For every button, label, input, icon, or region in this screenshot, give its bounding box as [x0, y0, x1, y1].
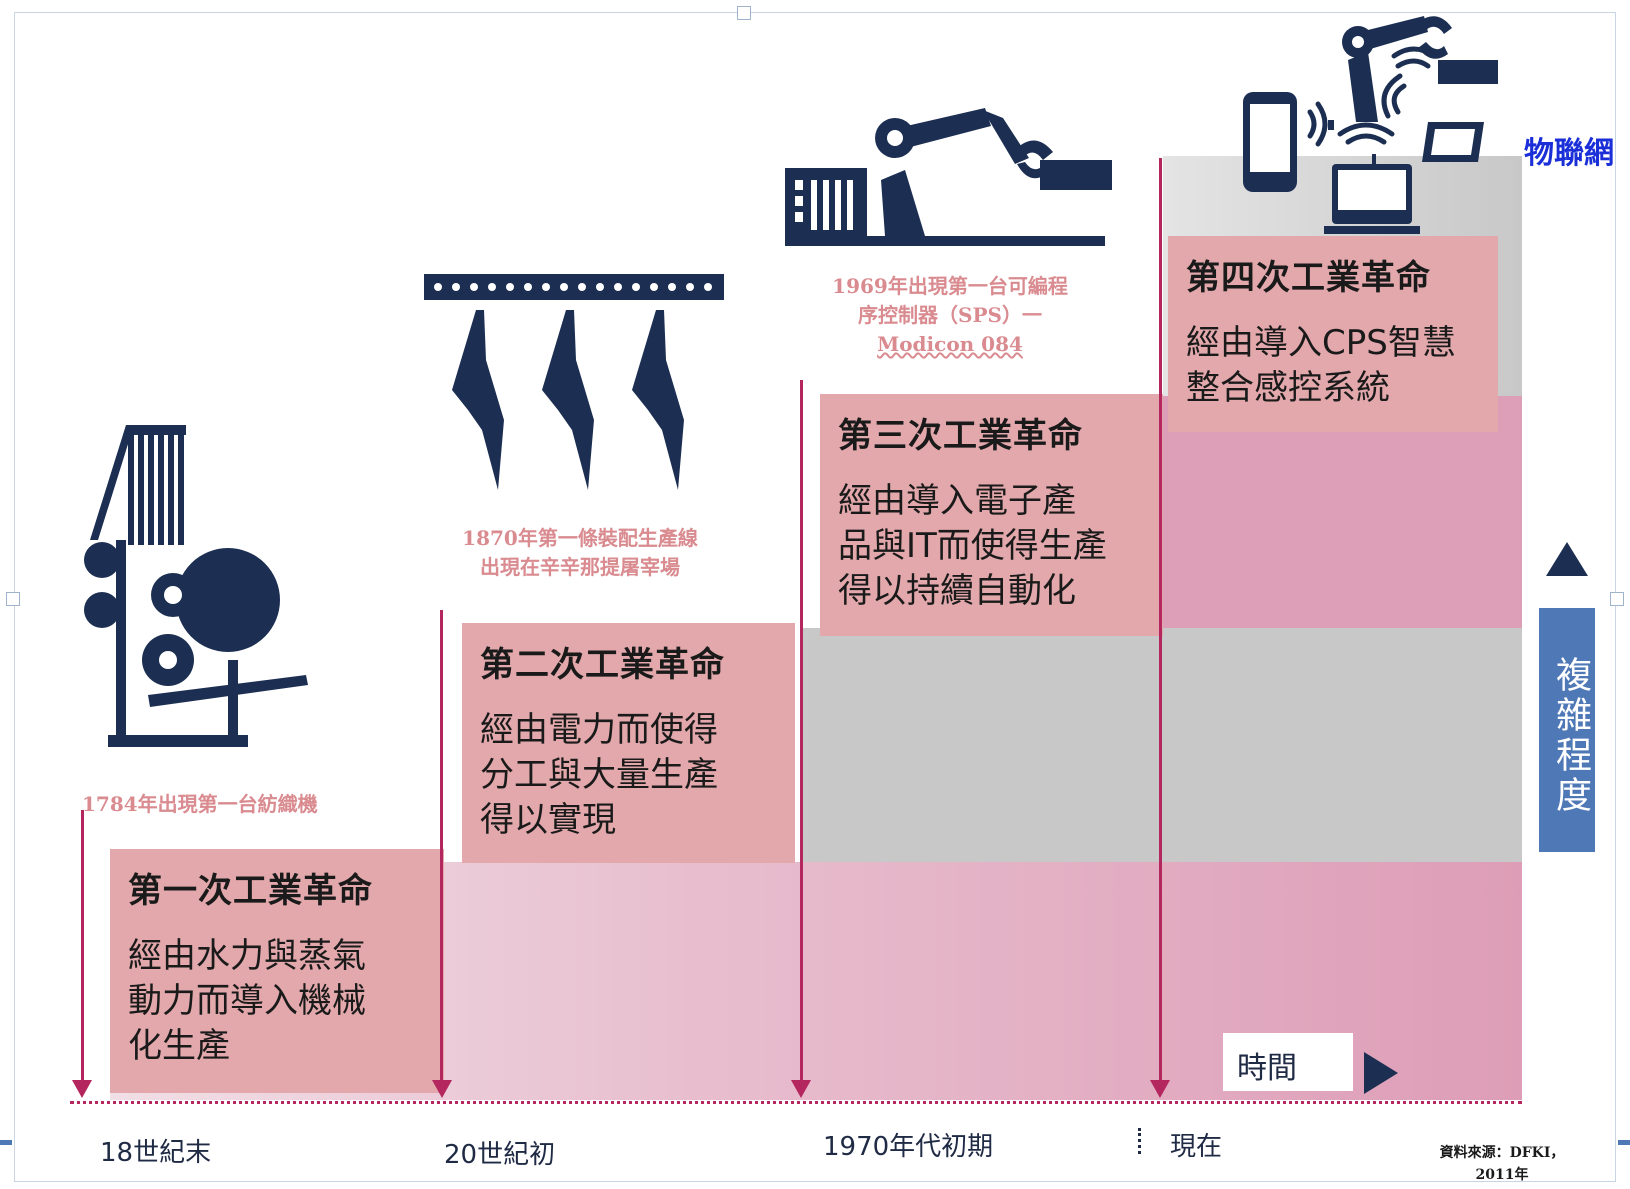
milestone-arrowhead-4 [1150, 1080, 1170, 1098]
revolution-title: 第四次工業革命 [1186, 258, 1431, 298]
revolution-title: 第三次工業革命 [838, 416, 1083, 456]
milestone-arrowhead-3 [791, 1080, 811, 1098]
milestone-note-3: 1969年出現第一台可編程 序控制器（SPS）一 Modicon 084 [832, 274, 1068, 356]
edge-dash-left [0, 1140, 12, 1145]
revolution-description: 經由電力而使得 分工與大量生產 得以實現 [480, 710, 718, 840]
milestone-arrow-3 [800, 380, 803, 1080]
source-citation: 資料來源：DFKI， 2011年 [1439, 1145, 1565, 1183]
revolution-description: 經由導入CPS智慧 整合感控系統 [1186, 323, 1456, 408]
complexity-axis-label: 複雜程度 [1539, 608, 1595, 852]
spinning-machine-icon [84, 425, 308, 747]
iot-devices-icon [1243, 16, 1498, 234]
milestone-arrowhead-2 [432, 1080, 452, 1098]
revolution-box-2: 第二次工業革命 經由電力而使得 分工與大量生產 得以實現 [462, 623, 795, 863]
iot-label: 物聯網 [1524, 136, 1614, 171]
up-arrow-icon [1546, 542, 1588, 576]
milestone-note-1: 1784年出現第一台紡織機 [82, 792, 318, 816]
revolution-box-3: 第三次工業革命 經由導入電子產 品與IT而使得生產 得以持續自動化 [820, 394, 1163, 636]
resize-handle-left[interactable] [6, 592, 20, 606]
timeline-label-4: 現在 [1170, 1132, 1223, 1162]
time-axis-label: 時間 [1223, 1033, 1353, 1091]
milestone-arrow-2 [440, 610, 443, 1082]
resize-handle-right[interactable] [1610, 592, 1624, 606]
revolution-title: 第二次工業革命 [480, 645, 725, 685]
revolution-title: 第一次工業革命 [128, 871, 373, 911]
timeline-separator [1138, 1128, 1144, 1154]
revolution-description: 經由導入電子產 品與IT而使得生產 得以持續自動化 [838, 481, 1107, 611]
milestone-arrow-1 [81, 810, 84, 1080]
timeline-label-2: 20世紀初 [444, 1140, 556, 1170]
robot-arm-icon [785, 108, 1112, 246]
revolution-box-4: 第四次工業革命 經由導入CPS智慧 整合感控系統 [1168, 236, 1498, 432]
timeline-label-1: 18世紀末 [100, 1138, 212, 1168]
resize-handle-top[interactable] [737, 6, 751, 20]
assembly-line-icon [424, 274, 724, 490]
milestone-arrowhead-1 [72, 1080, 92, 1098]
timeline-baseline [70, 1101, 1522, 1104]
milestone-arrow-4 [1159, 158, 1162, 1080]
revolution-box-1: 第一次工業革命 經由水力與蒸氣 動力而導入機械 化生產 [110, 849, 444, 1093]
revolution-description: 經由水力與蒸氣 動力而導入機械 化生產 [128, 936, 366, 1066]
timeline-label-3: 1970年代初期 [823, 1132, 994, 1162]
milestone-note-2: 1870年第一條裝配生產線 出現在辛辛那提屠宰場 [462, 526, 698, 579]
right-arrow-icon [1364, 1052, 1398, 1094]
edge-dash-right [1618, 1140, 1630, 1145]
band-step-3-pink [1163, 396, 1522, 628]
